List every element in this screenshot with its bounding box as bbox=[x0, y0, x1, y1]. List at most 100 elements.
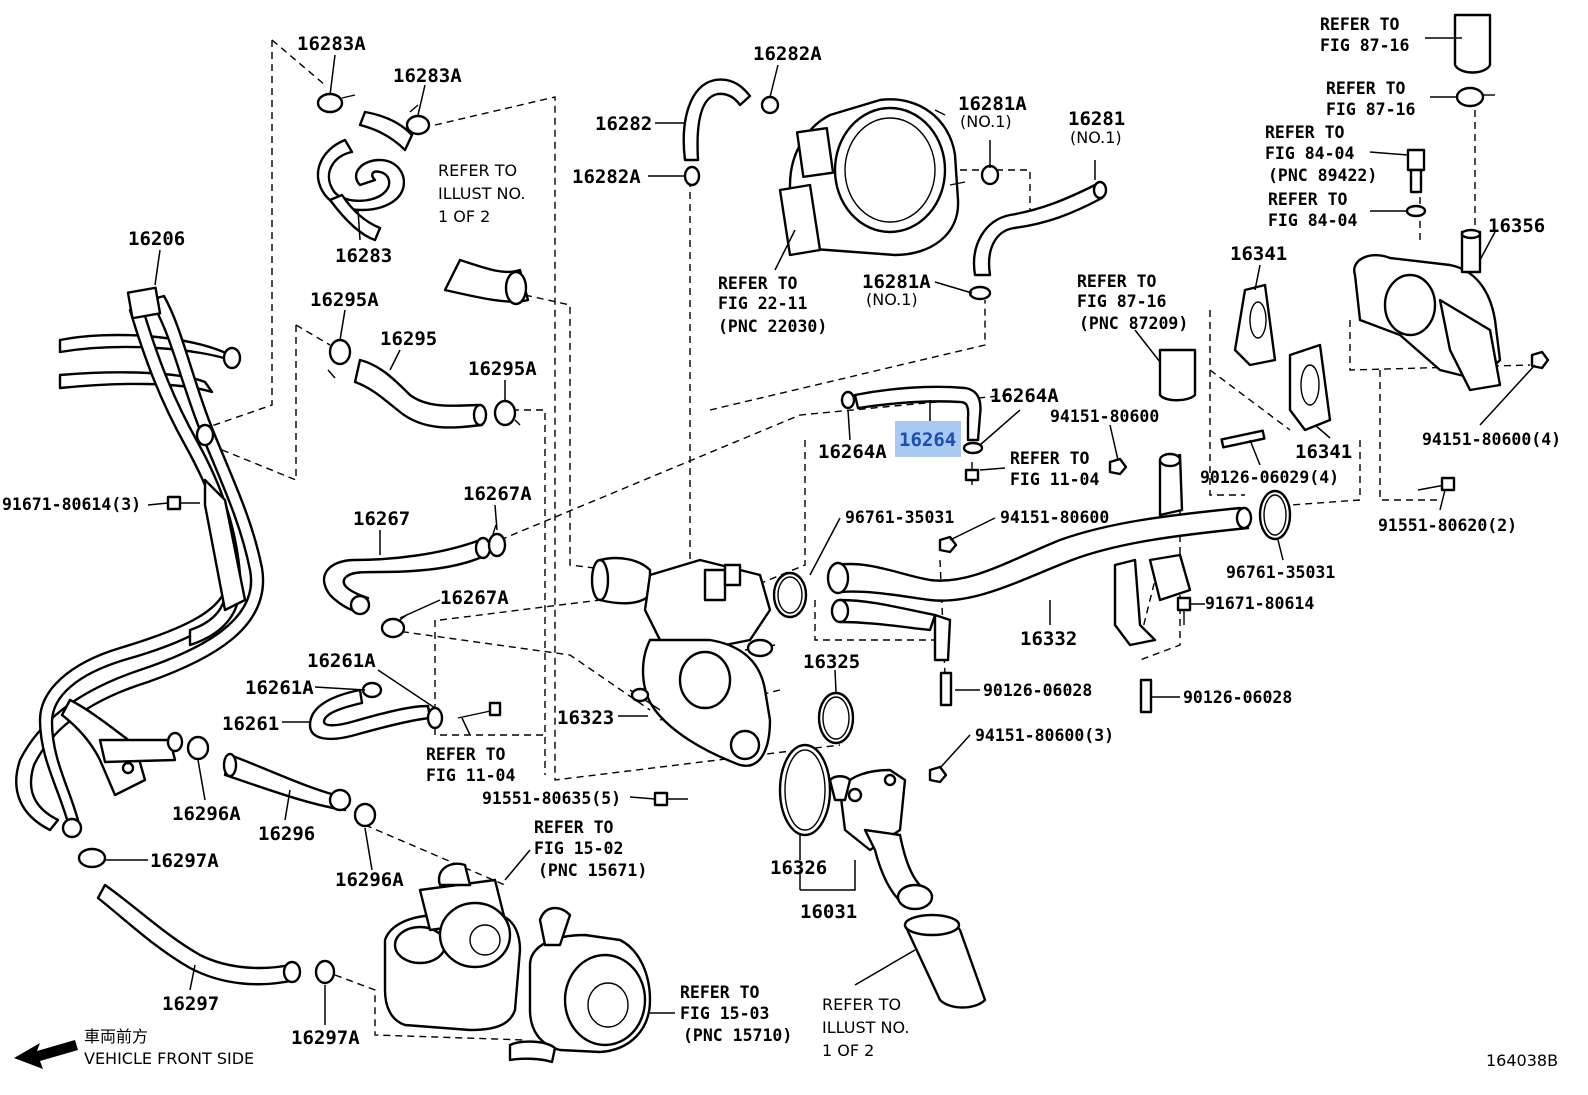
label-16283A-b[interactable]: 16283A bbox=[393, 65, 462, 87]
clamp-16296A-b bbox=[353, 802, 377, 828]
label-16282A-b[interactable]: 16282A bbox=[572, 166, 641, 188]
label-90126-06028-a[interactable]: 90126-06028 bbox=[983, 681, 1092, 700]
label-16295[interactable]: 16295 bbox=[380, 328, 437, 350]
label-96761-35031-b[interactable]: 96761-35031 bbox=[1226, 563, 1335, 582]
clamp-16261A-b bbox=[426, 706, 444, 730]
svg-text:FIG 15-03: FIG 15-03 bbox=[680, 1004, 769, 1023]
svg-text:FIG 87-16: FIG 87-16 bbox=[1077, 292, 1166, 311]
label-16282A-a[interactable]: 16282A bbox=[753, 43, 822, 65]
stud-90126-06029 bbox=[1220, 429, 1266, 449]
label-16325[interactable]: 16325 bbox=[803, 651, 860, 673]
ref-illust-1of2-top[interactable]: REFER TO ILLUST NO. 1 OF 2 bbox=[438, 161, 525, 226]
ref-fig-84-04-a[interactable]: REFER TO FIG 84-04 (PNC 89422) bbox=[1265, 123, 1377, 185]
svg-text:FIG 11-04: FIG 11-04 bbox=[1010, 470, 1099, 489]
svg-text:REFER TO: REFER TO bbox=[1326, 79, 1406, 98]
diagram-id: 164038B bbox=[1486, 1051, 1558, 1070]
svg-text:FIG 84-04: FIG 84-04 bbox=[1265, 144, 1354, 163]
svg-text:FIG 15-02: FIG 15-02 bbox=[534, 839, 623, 858]
label-16283A-a[interactable]: 16283A bbox=[297, 33, 366, 55]
label-91671-80614-3[interactable]: 91671-80614(3) bbox=[2, 495, 141, 514]
label-16267[interactable]: 16267 bbox=[353, 508, 410, 530]
ref-fig-22-11[interactable]: REFER TO FIG 22-11 (PNC 22030) bbox=[718, 274, 827, 336]
svg-text:FIG 87-16: FIG 87-16 bbox=[1326, 100, 1415, 119]
label-16295A-a[interactable]: 16295A bbox=[310, 289, 379, 311]
svg-text:(PNC 22030): (PNC 22030) bbox=[718, 317, 827, 336]
label-16206[interactable]: 16206 bbox=[128, 228, 185, 250]
label-16323[interactable]: 16323 bbox=[557, 707, 614, 729]
label-94151-80600-4[interactable]: 94151-80600(4) bbox=[1422, 430, 1561, 449]
label-16267A-a[interactable]: 16267A bbox=[463, 483, 532, 505]
label-16341-a[interactable]: 16341 bbox=[1230, 243, 1287, 265]
label-16282[interactable]: 16282 bbox=[595, 113, 652, 135]
ref-fig-87-16-a[interactable]: REFER TO FIG 87-16 bbox=[1320, 15, 1409, 55]
label-94151-80600-b[interactable]: 94151-80600 bbox=[1000, 508, 1109, 527]
leader-lines bbox=[105, 37, 1536, 1025]
label-16264A-b[interactable]: 16264A bbox=[818, 441, 887, 463]
clamp-16295A-b bbox=[493, 399, 521, 427]
label-16267A-b[interactable]: 16267A bbox=[440, 587, 509, 609]
sensor-89422 bbox=[1406, 148, 1426, 194]
label-94151-80600-a[interactable]: 94151-80600 bbox=[1050, 407, 1159, 426]
label-16297A-a[interactable]: 16297A bbox=[150, 850, 219, 872]
svg-text:REFER TO: REFER TO bbox=[1265, 123, 1345, 142]
svg-text:REFER TO: REFER TO bbox=[680, 983, 760, 1002]
nut-94151-80600-b bbox=[938, 535, 958, 554]
ref-fig-84-04-b[interactable]: REFER TO FIG 84-04 bbox=[1268, 190, 1357, 230]
ref-fig-15-03[interactable]: REFER TO FIG 15-03 (PNC 15710) bbox=[680, 983, 792, 1045]
hose-16281 bbox=[972, 180, 1108, 277]
label-16281A-a[interactable]: 16281A bbox=[958, 93, 1027, 115]
label-16296[interactable]: 16296 bbox=[258, 823, 315, 845]
ref-fig-11-04-left[interactable]: REFER TO FIG 11-04 bbox=[426, 745, 515, 785]
svg-text:(PNC 15671): (PNC 15671) bbox=[538, 861, 647, 880]
washer-84-04 bbox=[1405, 204, 1427, 218]
label-16295A-b[interactable]: 16295A bbox=[468, 358, 537, 380]
label-16283[interactable]: 16283 bbox=[335, 245, 392, 267]
label-16341-b[interactable]: 16341 bbox=[1295, 441, 1352, 463]
svg-text:(PNC 15710): (PNC 15710) bbox=[683, 1026, 792, 1045]
label-94151-80600-3[interactable]: 94151-80600(3) bbox=[975, 726, 1114, 745]
ref-fig-87-16-b[interactable]: REFER TO FIG 87-16 bbox=[1326, 79, 1415, 119]
label-16264[interactable]: 16264 bbox=[899, 429, 956, 451]
label-16297A-b[interactable]: 16297A bbox=[291, 1027, 360, 1049]
svg-text:REFER TO: REFER TO bbox=[426, 745, 506, 764]
label-16261A-a[interactable]: 16261A bbox=[307, 650, 376, 672]
pipe-16332 bbox=[826, 452, 1253, 662]
label-16261A-b[interactable]: 16261A bbox=[245, 677, 314, 699]
label-16296A-b[interactable]: 16296A bbox=[335, 869, 404, 891]
svg-text:(PNC 89422): (PNC 89422) bbox=[1268, 166, 1377, 185]
label-16264A-a[interactable]: 16264A bbox=[990, 385, 1059, 407]
label-91551-80620-2[interactable]: 91551-80620(2) bbox=[1378, 516, 1517, 535]
oring-16326 bbox=[778, 743, 832, 837]
svg-text:ILLUST NO.: ILLUST NO. bbox=[822, 1018, 909, 1037]
svg-text:REFER TO: REFER TO bbox=[718, 274, 798, 293]
label-16297[interactable]: 16297 bbox=[162, 993, 219, 1015]
ref-illust-1of2-bottom[interactable]: REFER TO ILLUST NO. 1 OF 2 bbox=[822, 995, 909, 1060]
label-16296A-a[interactable]: 16296A bbox=[172, 803, 241, 825]
refer-notes: REFER TO ILLUST NO. 1 OF 2 REFER TO FIG … bbox=[426, 15, 1415, 1060]
ref-fig-15-02[interactable]: REFER TO FIG 15-02 (PNC 15671) bbox=[534, 818, 647, 880]
svg-text:1 OF 2: 1 OF 2 bbox=[438, 207, 490, 226]
clamp-16267A-a bbox=[487, 524, 507, 558]
clamp-16283A-b bbox=[405, 104, 431, 136]
label-16281[interactable]: 16281 bbox=[1068, 108, 1125, 130]
ref-fig-87-16-mid[interactable]: REFER TO FIG 87-16 (PNC 87209) bbox=[1077, 272, 1188, 333]
label-16031[interactable]: 16031 bbox=[800, 901, 857, 923]
label-91551-80635-5[interactable]: 91551-80635(5) bbox=[482, 789, 621, 808]
label-16326[interactable]: 16326 bbox=[770, 857, 827, 879]
ref-fig-11-04-right[interactable]: REFER TO FIG 11-04 bbox=[1010, 449, 1099, 489]
label-16261[interactable]: 16261 bbox=[222, 713, 279, 735]
label-91671-80614[interactable]: 91671-80614 bbox=[1205, 594, 1314, 613]
svg-text:REFER TO: REFER TO bbox=[1010, 449, 1090, 468]
label-16332[interactable]: 16332 bbox=[1020, 628, 1077, 650]
label-16356[interactable]: 16356 bbox=[1488, 215, 1545, 237]
label-90126-06028-b[interactable]: 90126-06028 bbox=[1183, 688, 1292, 707]
thermostat-housing-16031 bbox=[828, 768, 934, 911]
label-16281A-b[interactable]: 16281A bbox=[862, 271, 931, 293]
clamp-16295A-a bbox=[327, 338, 352, 379]
label-96761-35031-a[interactable]: 96761-35031 bbox=[845, 508, 954, 527]
label-90126-06029-4[interactable]: 90126-06029(4) bbox=[1200, 468, 1339, 487]
vehicle-front-en: VEHICLE FRONT SIDE bbox=[84, 1049, 254, 1068]
svg-text:1 OF 2: 1 OF 2 bbox=[822, 1041, 874, 1060]
arrow-left-icon bbox=[14, 1040, 78, 1069]
